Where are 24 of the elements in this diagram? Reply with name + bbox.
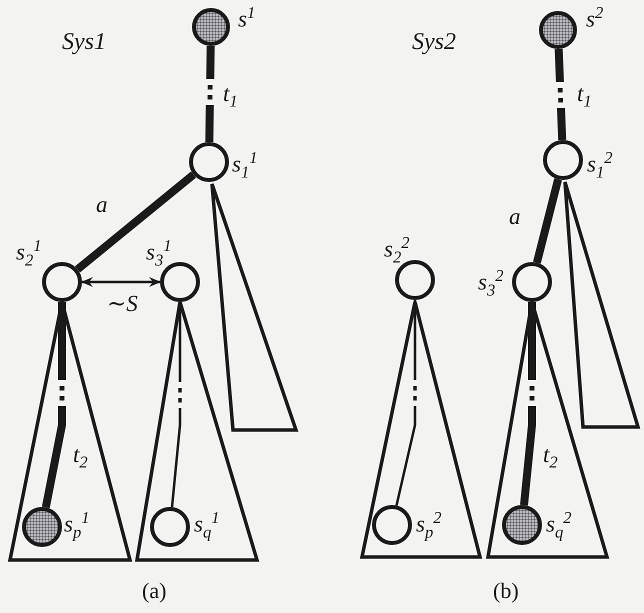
state-circle — [502, 505, 542, 545]
double-arrow — [81, 277, 161, 287]
state-circle — [539, 11, 577, 49]
system-label: Sys2 — [412, 30, 456, 54]
state-label: s$^{1}$ — [238, 5, 256, 31]
subtree-triangle — [360, 300, 482, 559]
system-label: Sys1 — [62, 30, 106, 54]
state-circle — [22, 507, 62, 547]
subtree-triangle — [563, 180, 640, 429]
panel-caption: (b) — [493, 580, 519, 602]
connector-line — [74, 172, 196, 272]
state-circle — [42, 262, 82, 302]
panel-caption: (a) — [142, 580, 166, 602]
connector-line — [533, 178, 562, 264]
state-circle — [372, 505, 412, 545]
state-circle — [192, 8, 230, 46]
state-label: s$^{2}$ — [586, 5, 604, 31]
state-circle — [150, 507, 190, 547]
state-circle — [512, 262, 552, 302]
connector-line — [205, 46, 215, 142]
subtree-triangle — [210, 182, 298, 432]
state-circle — [189, 142, 229, 182]
connector-line — [554, 48, 566, 140]
state-circle — [543, 140, 583, 180]
